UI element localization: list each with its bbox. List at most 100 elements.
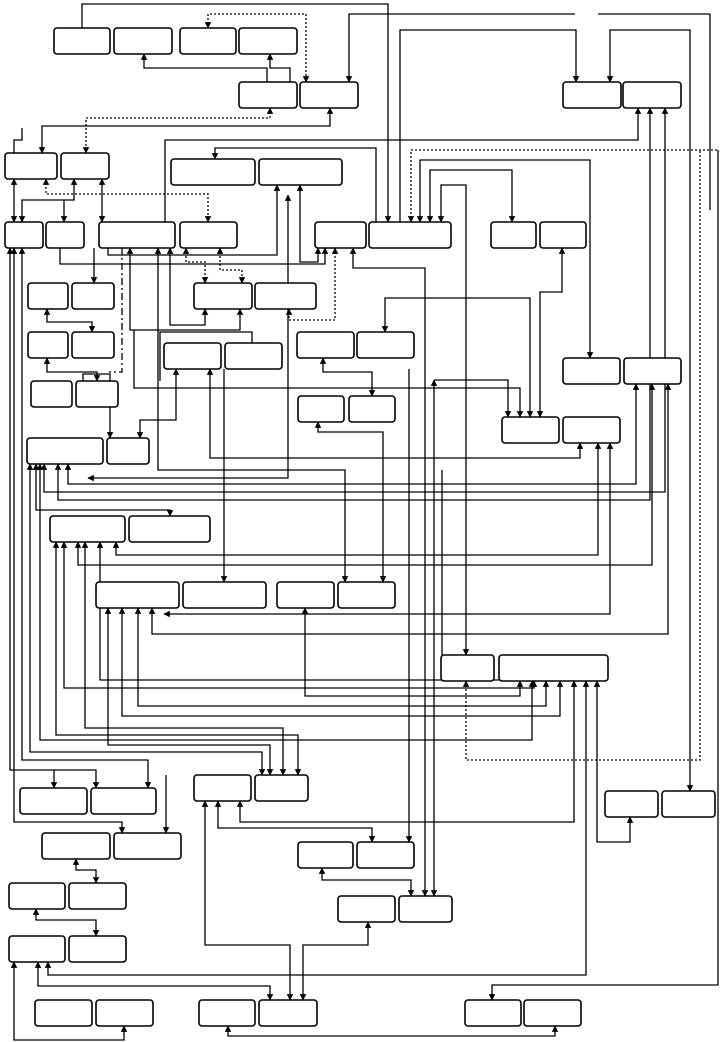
connector-edge-4	[204, 13, 310, 83]
connector-edge-81	[318, 867, 415, 897]
connector-edge-74	[593, 680, 634, 843]
block-29	[296, 331, 355, 359]
block-17	[314, 221, 367, 249]
connector-edge-7	[606, 29, 694, 792]
block-22	[71, 282, 115, 310]
block-9	[4, 152, 58, 180]
connector-edge-41	[319, 357, 376, 397]
connector-edge-26	[182, 247, 209, 284]
diagram-blocks	[4, 27, 716, 1027]
connector-edge-77	[6, 247, 100, 789]
block-52	[90, 787, 157, 815]
block-37	[501, 416, 560, 444]
block-1	[53, 27, 111, 55]
block-46	[337, 581, 396, 609]
block-55	[41, 832, 111, 860]
block-61	[337, 895, 396, 923]
connector-edge-22	[407, 149, 718, 223]
block-15	[98, 221, 176, 249]
block-18	[368, 221, 452, 249]
connector-edge-12	[13, 128, 23, 153]
block-5	[238, 81, 298, 109]
block-43	[95, 581, 180, 609]
connector-edge-86	[10, 961, 128, 1041]
block-23	[193, 282, 253, 310]
block-7	[562, 81, 622, 109]
block-25	[27, 331, 69, 359]
block-63	[8, 935, 66, 963]
block-27	[163, 342, 222, 370]
connector-edge-23	[416, 159, 594, 359]
connector-edge-3	[266, 53, 291, 82]
connector-edge-14	[18, 178, 78, 223]
connector-edge-47	[434, 379, 512, 418]
block-36	[348, 395, 396, 423]
block-12	[258, 158, 343, 186]
connector-edge-66	[104, 607, 274, 776]
block-42	[128, 515, 211, 543]
block-64	[68, 935, 127, 963]
block-6	[299, 81, 359, 109]
block-35	[297, 395, 345, 423]
connector-edge-89	[488, 150, 719, 1001]
connector-edge-2	[140, 53, 268, 82]
block-8	[622, 81, 682, 109]
connector-edge-39	[536, 247, 566, 418]
block-20	[539, 221, 587, 249]
block-14	[45, 221, 85, 249]
block-38	[562, 416, 621, 444]
block-54	[661, 790, 716, 818]
block-3	[179, 27, 237, 55]
connector-edge-11	[38, 107, 334, 154]
connector-edge-5	[345, 13, 575, 83]
block-69	[464, 999, 522, 1027]
connector-edge-27	[216, 247, 246, 284]
block-60	[68, 882, 127, 910]
block-33	[30, 380, 73, 408]
block-68	[258, 999, 318, 1027]
block-65	[34, 999, 93, 1027]
connector-edge-6	[399, 29, 580, 222]
block-26	[71, 331, 115, 359]
block-34	[75, 380, 119, 408]
block-49	[193, 774, 252, 802]
block-32	[623, 357, 682, 385]
block-21	[27, 282, 69, 310]
block-53	[604, 790, 659, 818]
block-57	[297, 841, 354, 869]
connector-edge-48	[314, 421, 387, 583]
connector-edge-10	[82, 107, 274, 154]
block-10	[60, 152, 110, 180]
connector-edges	[6, 3, 719, 1041]
block-11	[170, 158, 256, 186]
block-2	[113, 27, 173, 55]
block-62	[398, 895, 453, 923]
block-44	[182, 581, 267, 609]
block-28	[224, 342, 283, 370]
block-19	[490, 221, 537, 249]
connector-edge-60	[301, 607, 524, 697]
block-40	[106, 437, 150, 465]
connector-edge-83	[32, 908, 100, 937]
connector-edge-36	[43, 357, 101, 382]
connector-edge-34	[43, 308, 96, 333]
block-45	[276, 581, 335, 609]
block-50	[254, 774, 309, 802]
connector-edge-82	[72, 858, 100, 884]
block-70	[523, 999, 582, 1027]
connector-edge-24	[426, 169, 516, 223]
block-31	[562, 357, 621, 385]
block-56	[113, 832, 182, 860]
block-24	[254, 282, 317, 310]
block-48	[498, 654, 609, 682]
connector-edge-84	[201, 800, 294, 1001]
block-39	[26, 437, 104, 465]
block-67	[198, 999, 256, 1027]
block-58	[356, 841, 415, 869]
connector-edge-85	[299, 921, 372, 1001]
block-30	[356, 331, 415, 359]
block-51	[19, 787, 88, 815]
block-59	[8, 882, 66, 910]
connector-edge-88	[224, 1025, 559, 1037]
